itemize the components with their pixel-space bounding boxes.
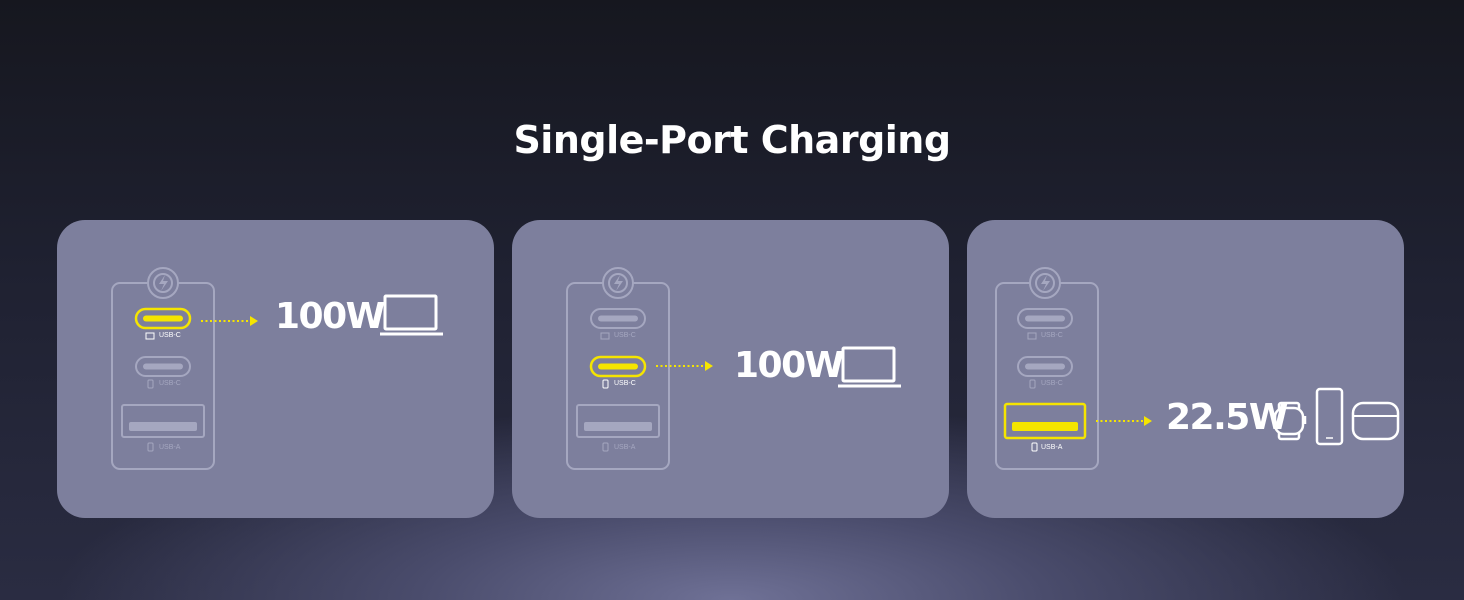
fast-charge-logo-icon: [147, 267, 179, 299]
page-title: Single-Port Charging: [513, 118, 951, 162]
wattage-value: 100W: [734, 345, 844, 386]
phone-icon: [1315, 387, 1344, 446]
port-label: USB-C: [614, 380, 636, 387]
usb-c-port-2: [135, 356, 191, 377]
phone-mini-icon: [602, 442, 609, 452]
usb-a-port: [1003, 402, 1087, 440]
port-label: USB-C: [159, 332, 181, 339]
fast-charge-logo-icon: [602, 267, 634, 299]
phone-mini-icon: [1029, 379, 1036, 389]
earbuds-case-icon: [1351, 401, 1400, 441]
laptop-icon: [838, 346, 901, 388]
charging-card-1: USB-C USB-C USB-A 100W: [57, 220, 494, 518]
charger-diagram: [995, 267, 1400, 470]
port-label: USB-A: [1041, 444, 1063, 451]
wattage-value: 100W: [275, 296, 385, 337]
usb-c-port-1: [590, 308, 646, 329]
usb-a-port: [576, 404, 660, 438]
usb-c-port-2: [1017, 356, 1073, 377]
wattage-value: 22.5W: [1166, 397, 1289, 438]
phone-mini-icon: [602, 379, 609, 389]
fast-charge-logo-icon: [1029, 267, 1061, 299]
laptop-icon: [380, 294, 443, 336]
smartwatch-icon: [1273, 401, 1307, 441]
port-label: USB-A: [159, 444, 181, 451]
dotted-arrow: [1096, 416, 1152, 426]
charger-diagram: [566, 267, 901, 470]
charging-card-2: USB-C USB-C USB-A 100W: [512, 220, 949, 518]
port-label: USB-C: [1041, 380, 1063, 387]
usb-a-port: [121, 404, 205, 438]
laptop-mini-icon: [145, 332, 155, 340]
charger-diagram: [111, 267, 443, 470]
phone-mini-icon: [147, 442, 154, 452]
laptop-mini-icon: [600, 332, 610, 340]
port-label: USB-C: [1041, 332, 1063, 339]
usb-c-port-1: [1017, 308, 1073, 329]
phone-mini-icon: [147, 379, 154, 389]
dotted-arrow: [656, 361, 713, 371]
port-label: USB-C: [159, 380, 181, 387]
port-label: USB-C: [614, 332, 636, 339]
phone-mini-icon: [1031, 442, 1038, 452]
usb-c-port-2: [589, 355, 647, 378]
dotted-arrow: [201, 316, 258, 326]
laptop-mini-icon: [1027, 332, 1037, 340]
port-label: USB-A: [614, 444, 636, 451]
charging-card-3: USB-C USB-C USB-A 22.5W: [967, 220, 1404, 518]
usb-c-port-1: [134, 307, 192, 330]
